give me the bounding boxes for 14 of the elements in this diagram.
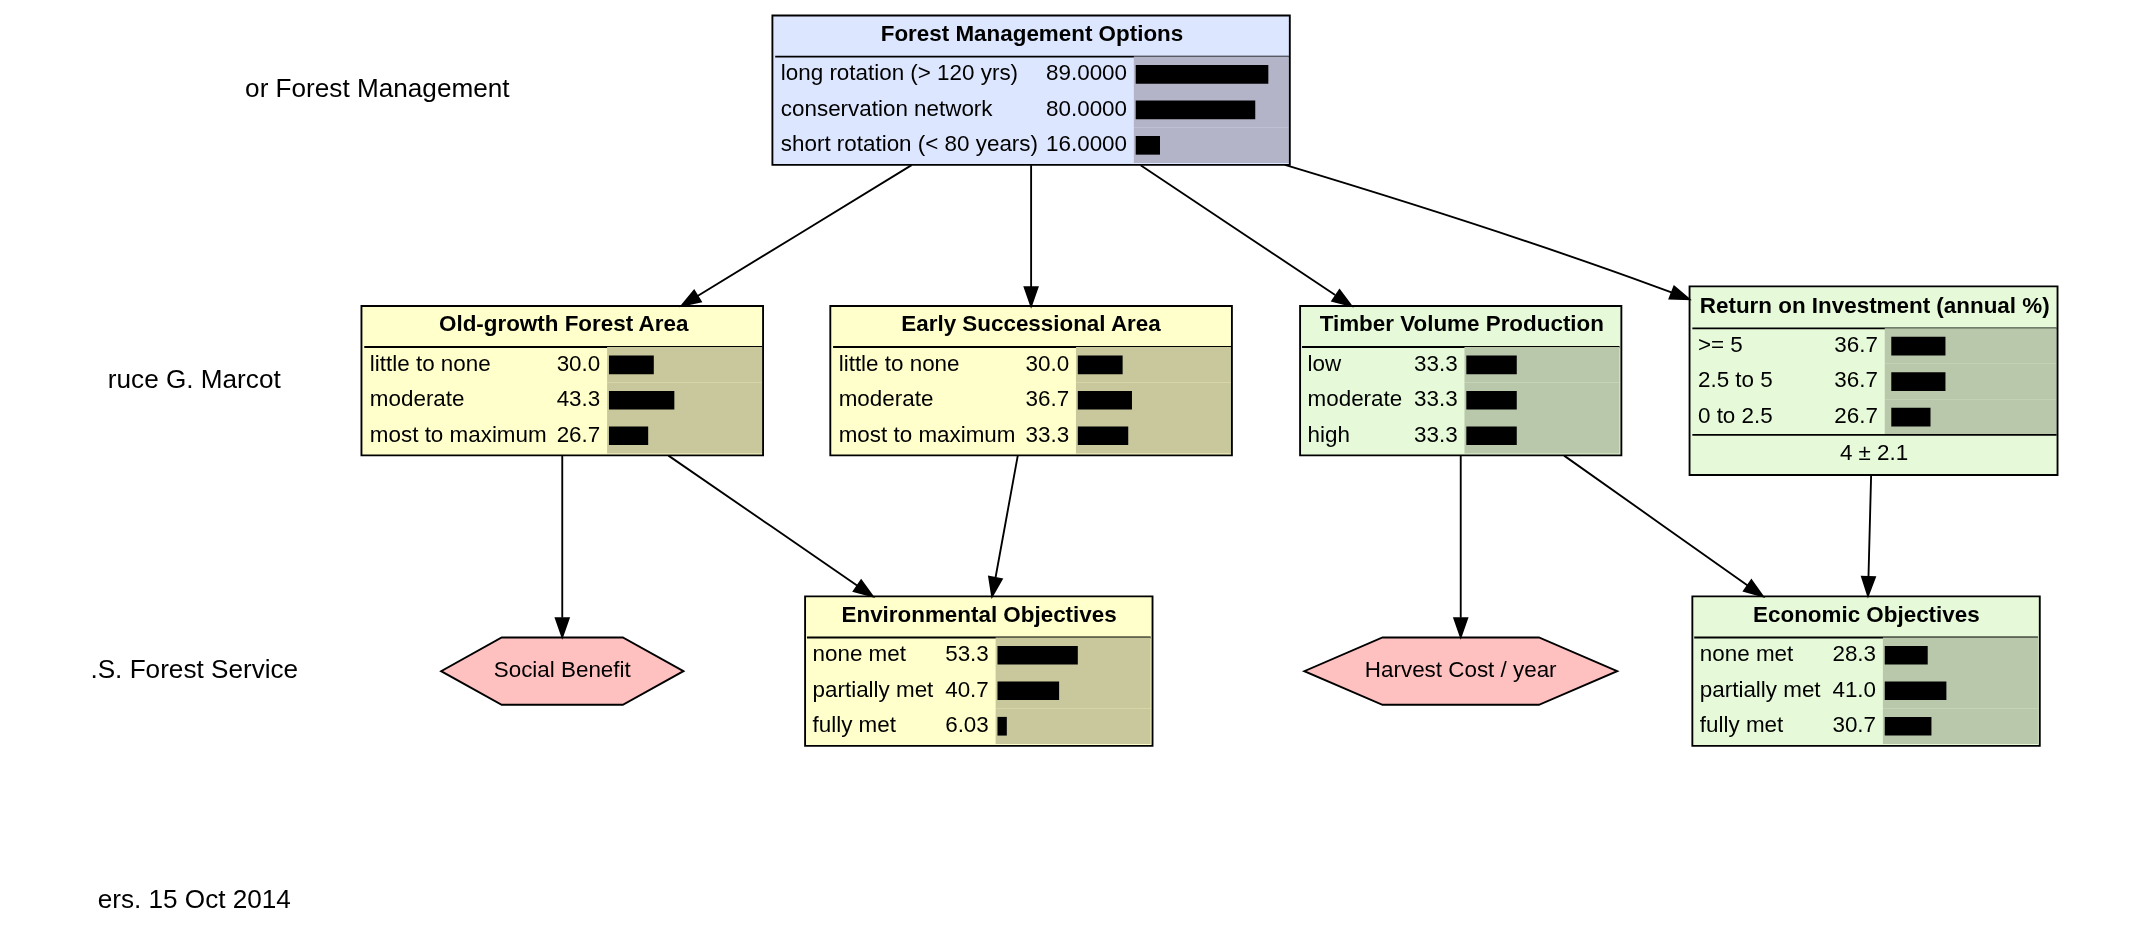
arrow [1860, 474, 1877, 599]
label: or Forest Management [245, 73, 510, 104]
arrow [679, 164, 913, 308]
label: .S. Forest Service [90, 654, 299, 685]
arrow [1563, 454, 1766, 598]
arrow [667, 454, 876, 598]
label: ruce G. Marcot [107, 363, 281, 394]
arrow [554, 454, 571, 640]
arrow [1452, 454, 1469, 640]
arrow [987, 454, 1019, 600]
arrow [1139, 164, 1354, 308]
label: ers. 15 Oct 2014 [97, 883, 291, 914]
arrow [1284, 164, 1692, 301]
arrow [1023, 164, 1039, 309]
